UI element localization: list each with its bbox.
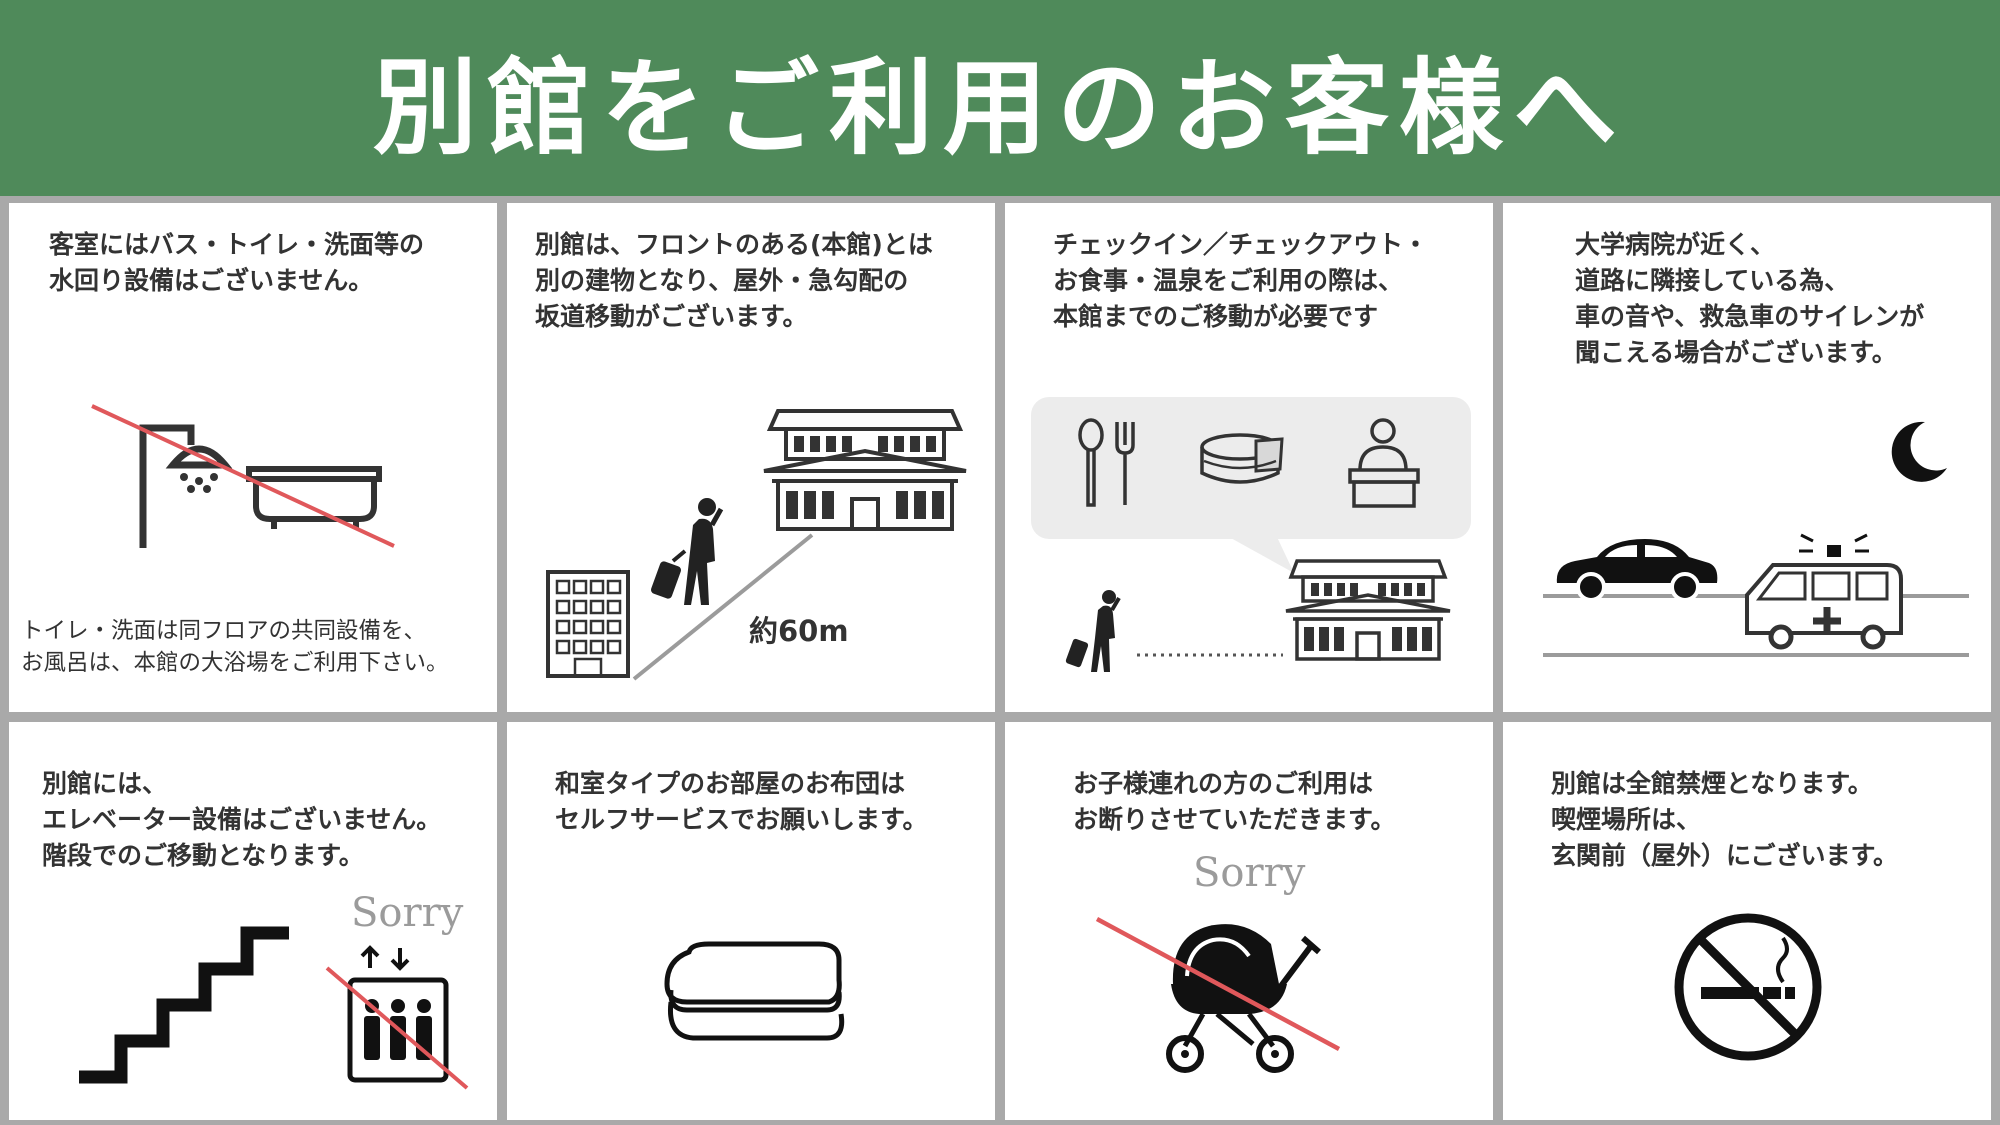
prohibited-slash: [91, 404, 395, 548]
ryokan-icon: [1285, 559, 1451, 661]
panel-noise-warning: 大学病院が近く、 道路に隣接している為、 車の音や、救急車のサイレンが 聞こえる…: [1503, 203, 1991, 712]
panel-separate-building: 別館は、フロントのある(本館)とは 別の建物となり、屋外・急勾配の 坂道移動がご…: [507, 203, 995, 712]
sorry-label: Sorry: [351, 890, 464, 936]
panel-no-smoking: 別館は全館禁煙となります。 喫煙場所は、 玄関前（屋外）にございます。: [1503, 722, 1991, 1120]
shower-icon: [139, 424, 233, 548]
header-banner: 別館をご利用のお客様へ: [0, 0, 2000, 196]
panel-text: 別館は全館禁煙となります。 喫煙場所は、 玄関前（屋外）にございます。: [1551, 769, 1899, 870]
panel-no-elevator: 別館には、 エレベーター設備はございません。 階段でのご移動となります。 Sor…: [9, 722, 497, 1120]
panel-no-bath: 客室にはバス・トイレ・洗面等の 水回り設備はございません。 トイレ・洗面は同フロ…: [9, 203, 497, 712]
bathtub-icon: [246, 466, 382, 529]
panel-text: 大学病院が近く、 道路に隣接している為、 車の音や、救急車のサイレンが 聞こえる…: [1575, 230, 1925, 367]
panel-text: 別館には、 エレベーター設備はございません。 階段でのご移動となります。: [42, 769, 442, 870]
building-icon: [546, 570, 630, 678]
panel-subtext: トイレ・洗面は同フロアの共同設備を、 お風呂は、本館の大浴場をご利用下さい。: [21, 618, 449, 676]
moon-icon: [1891, 421, 1947, 482]
panel-text: お子様連れの方のご利用は お断りさせていただきます。: [1073, 769, 1396, 834]
prohibited-slash: [325, 966, 469, 1090]
slope-line: [632, 533, 814, 681]
dotted-path: [1137, 653, 1283, 657]
onsen-tub-icon: [1200, 433, 1284, 484]
distance-label: 約60m: [749, 614, 849, 648]
panel-text: 客室にはバス・トイレ・洗面等の 水回り設備はございません。: [49, 230, 425, 295]
traveler-icon: [1065, 590, 1121, 672]
prohibited-slash: [1095, 917, 1341, 1051]
panel-main-building-services: チェックイン／チェックアウト・ お食事・温泉をご利用の際は、 本館までのご移動が…: [1005, 203, 1493, 712]
panel-no-children: お子様連れの方のご利用は お断りさせていただきます。 Sorry: [1005, 722, 1493, 1120]
panel-futon-self-service: 和室タイプのお部屋のお布団は セルフサービスでお願いします。: [507, 722, 995, 1120]
futon-icon: [664, 941, 845, 1041]
elevator-icon: [347, 945, 449, 1083]
reception-icon: [1348, 418, 1420, 508]
page-title: 別館をご利用のお客様へ: [372, 46, 1627, 169]
traveler-icon: [650, 498, 724, 605]
panel-text: 別館は、フロントのある(本館)とは 別の建物となり、屋外・急勾配の 坂道移動がご…: [535, 230, 933, 331]
ryokan-icon: [763, 409, 967, 531]
car-icon: [1556, 539, 1718, 602]
sorry-label: Sorry: [1193, 850, 1306, 896]
panel-text: 和室タイプのお部屋のお布団は セルフサービスでお願いします。: [555, 769, 928, 834]
panel-text: チェックイン／チェックアウト・ お食事・温泉をご利用の際は、 本館までのご移動が…: [1053, 230, 1429, 331]
stairs-icon: [79, 926, 289, 1084]
no-smoking-icon: [1674, 913, 1822, 1061]
ambulance-icon: [1745, 533, 1903, 650]
cutlery-icon: [1078, 418, 1135, 507]
